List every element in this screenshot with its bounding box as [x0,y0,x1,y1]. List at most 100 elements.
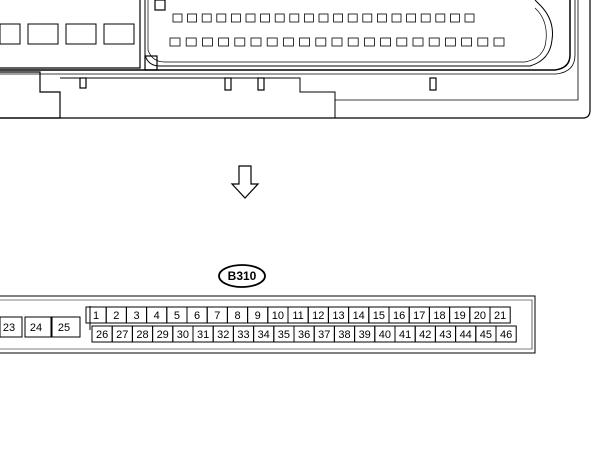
housing-cavity [187,13,198,23]
bottom-row-pins: 26 27 28 29 30 31 32 33 34 35 36 37 38 39 40 41 42 43 44 45… [91,325,517,343]
housing-cavity [266,37,278,47]
pin-cell [0,316,23,338]
housing-cavities-top-row [172,13,475,23]
housing-cavity [347,13,358,23]
pin-number: 24 [30,322,42,334]
side-pins: 23 24 25 [0,316,81,338]
housing-cavity [250,37,262,47]
pin-number: 32 [217,329,229,341]
pin-number: 27 [116,329,128,341]
housing-cavity [428,37,440,47]
connector-face [0,295,536,354]
pin-number: 1 [93,310,99,322]
housing-cavity [201,13,212,23]
housing-cavity [218,37,230,47]
pin-number: 39 [359,329,371,341]
pin-number: 4 [154,310,160,322]
pin-number: 8 [234,310,240,322]
housing-cavity [391,13,402,23]
pin-number: 34 [258,329,270,341]
housing-cavity [363,37,375,47]
pin-number: 26 [96,329,108,341]
pin-number: 15 [373,310,385,322]
pin-number: 16 [393,310,405,322]
pin-number: 38 [338,329,350,341]
housing-cavity [493,37,505,47]
housing-cavity [435,13,446,23]
housing-cavity [464,13,475,23]
pin-number: 44 [460,329,472,341]
housing-left-cavities [0,23,135,45]
pin-number: 45 [480,329,492,341]
housing-cavity [347,37,359,47]
housing-cavity [396,37,408,47]
pin-number: 14 [353,310,365,322]
housing-cavity [380,37,392,47]
housing-cavity [420,13,431,23]
pin-number: 25 [58,322,70,334]
pin-number: 35 [278,329,290,341]
pin-number: 17 [413,310,425,322]
pin-number: 20 [474,310,486,322]
pin-number: 29 [157,329,169,341]
pin-number: 11 [292,310,303,322]
down-arrow-icon [230,165,260,199]
housing-cavity [318,13,329,23]
pin-number: 42 [419,329,431,341]
pin-number: 33 [237,329,249,341]
housing-cavity [201,37,213,47]
housing-cavity [477,37,489,47]
housing-cavity [406,13,417,23]
pin-number: 46 [500,329,512,341]
housing-cavity [274,13,285,23]
pin-number: 12 [312,310,324,322]
pin-number: 13 [332,310,344,322]
housing-cavity [234,37,246,47]
pin-number: 18 [433,310,445,322]
housing-cavity [230,13,241,23]
pin-number: 40 [379,329,391,341]
pin-number: 23 [3,322,15,334]
pin-number: 28 [136,329,148,341]
connector-label-badge: B310 [218,264,266,288]
pin-number: 36 [298,329,310,341]
pin-number: 21 [494,310,506,322]
housing-cavity [461,37,473,47]
housing-cavity [362,13,373,23]
pin-number: 6 [194,310,200,322]
housing-cavity [376,13,387,23]
pin-cell [24,316,52,338]
pin-cell [51,316,81,338]
pin-number: 31 [197,329,209,341]
housing-cavity [216,13,227,23]
housing-cavities-bottom-row [169,37,505,47]
pin-cell [489,306,511,324]
pin-number: 9 [255,310,261,322]
housing-cavity [185,37,197,47]
pin-number: 10 [272,310,284,322]
housing-cavity [333,13,344,23]
housing-cavity [412,37,424,47]
pin-cell [495,325,517,343]
pin-number: 5 [174,310,180,322]
pin-number: 7 [214,310,220,322]
pin-number: 41 [399,329,411,341]
pin-number: 43 [439,329,451,341]
pin-number: 30 [177,329,189,341]
housing-cavity [172,13,183,23]
pin-number: 3 [133,310,139,322]
pin-number: 19 [454,310,466,322]
housing-cavity [331,37,343,47]
housing-cavity [449,13,460,23]
pin-number: 37 [318,329,330,341]
housing-cavity [245,13,256,23]
connector-housing [0,0,591,119]
housing-cavity [282,37,294,47]
housing-cavity [260,13,271,23]
housing-cavity [315,37,327,47]
pin-number: 2 [113,310,119,322]
connector-label: B310 [228,269,257,283]
housing-cavity [289,13,300,23]
